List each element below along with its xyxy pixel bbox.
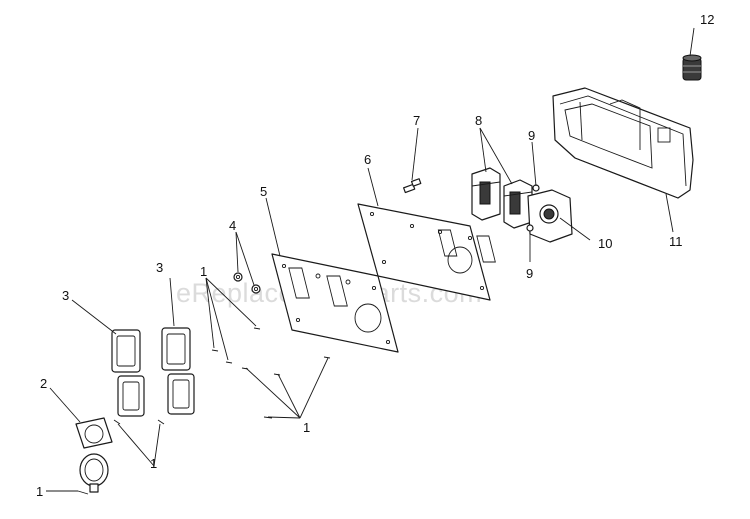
part-1-screws-covers	[77, 419, 165, 495]
callout-10: 10	[598, 236, 612, 251]
part-12-plug	[682, 54, 702, 81]
part-8-receptacle-a	[471, 167, 501, 221]
callout-3-left: 3	[62, 288, 69, 303]
part-11-housing	[552, 87, 694, 199]
callout-1-lower: 1	[36, 484, 43, 499]
part-3-cover-left	[111, 329, 145, 417]
callout-12: 12	[700, 12, 714, 27]
callout-11: 11	[669, 234, 683, 249]
callout-3-right: 3	[156, 260, 163, 275]
callout-2: 2	[40, 376, 47, 391]
callout-9-top: 9	[528, 128, 535, 143]
part-7-screws	[403, 178, 422, 194]
part-5-outer-plate	[271, 253, 399, 353]
callout-1-right: 1	[303, 420, 310, 435]
callout-1-upper: 1	[200, 264, 207, 279]
callout-7: 7	[413, 113, 420, 128]
callout-6: 6	[364, 152, 371, 167]
part-8-receptacle-b	[503, 179, 533, 229]
callout-8: 8	[475, 113, 482, 128]
callout-4: 4	[229, 218, 236, 233]
callout-5: 5	[260, 184, 267, 199]
part-9-screw-bottom	[526, 224, 534, 232]
part-6-inner-plate	[357, 203, 496, 301]
part-10-twistlock-receptacle	[527, 189, 573, 243]
leader-lines	[46, 27, 695, 492]
callout-1-middle: 1	[150, 456, 157, 471]
callout-labels: 12 11 10 9 9 8 7 6 5 4 3 3 1 1 2 1 1	[36, 12, 714, 499]
part-2-round-cover	[75, 417, 113, 493]
part-4-nuts	[233, 272, 261, 294]
part-3-cover-right	[161, 327, 195, 415]
part-1-screws-plate	[211, 327, 331, 419]
callout-9-bottom: 9	[526, 266, 533, 281]
